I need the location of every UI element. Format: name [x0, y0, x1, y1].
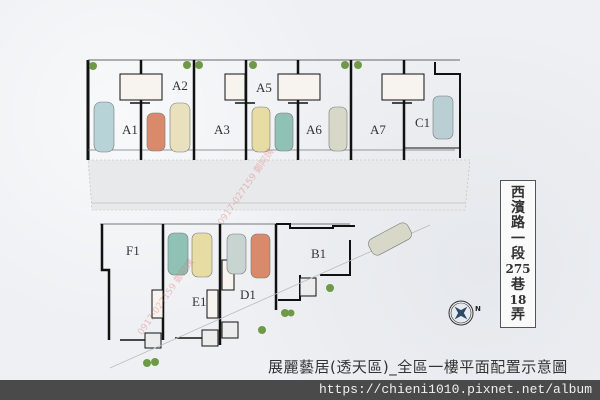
road-char: 一 — [511, 230, 525, 247]
unit-label-a2: A2 — [172, 78, 188, 93]
trees-bottom — [143, 284, 334, 367]
plan-title: 展麗藝居(透天區)_全區一樓平面配置示意圖 — [268, 358, 568, 376]
floor-plan-canvas: A1 A2 A3 A5 A6 A7 C1 F1 E1 D1 B1 0917-02… — [0, 0, 600, 380]
road-char: 巷 — [511, 276, 525, 293]
unit-label-b1: B1 — [311, 246, 327, 261]
compass-icon — [448, 300, 474, 326]
unit-label-a1: A1 — [122, 122, 138, 137]
unit-label-a6: A6 — [306, 122, 322, 137]
road-name-label: 西 濱 路 一 段 275 巷 18 弄 — [500, 180, 536, 328]
footer-bar: https://chieni1010.pixnet.net/album — [0, 380, 600, 400]
cars-top — [93, 95, 454, 153]
road-char: 路 — [511, 215, 525, 232]
road-char: 18 — [509, 292, 527, 307]
road-char: 段 — [511, 245, 525, 262]
cars-bottom — [167, 222, 412, 279]
road-char: 濱 — [511, 199, 525, 216]
unit-label-a3: A3 — [214, 122, 230, 137]
unit-label-c1: C1 — [415, 115, 431, 130]
trees-top — [89, 61, 362, 70]
road-char: 275 — [505, 262, 531, 277]
unit-label-d1: D1 — [240, 287, 256, 302]
road-char: 弄 — [511, 307, 525, 324]
source-url: https://chieni1010.pixnet.net/album — [318, 382, 592, 397]
unit-label-e1: E1 — [192, 294, 207, 309]
top-row-units — [86, 59, 461, 160]
internal-road — [87, 159, 471, 211]
road-char: 西 — [511, 184, 525, 201]
floor-plan-drawing — [86, 59, 474, 369]
unit-label-a7: A7 — [370, 122, 386, 137]
compass-north-label: N — [475, 305, 481, 313]
unit-label-f1: F1 — [126, 243, 140, 258]
unit-label-a5: A5 — [256, 80, 272, 95]
